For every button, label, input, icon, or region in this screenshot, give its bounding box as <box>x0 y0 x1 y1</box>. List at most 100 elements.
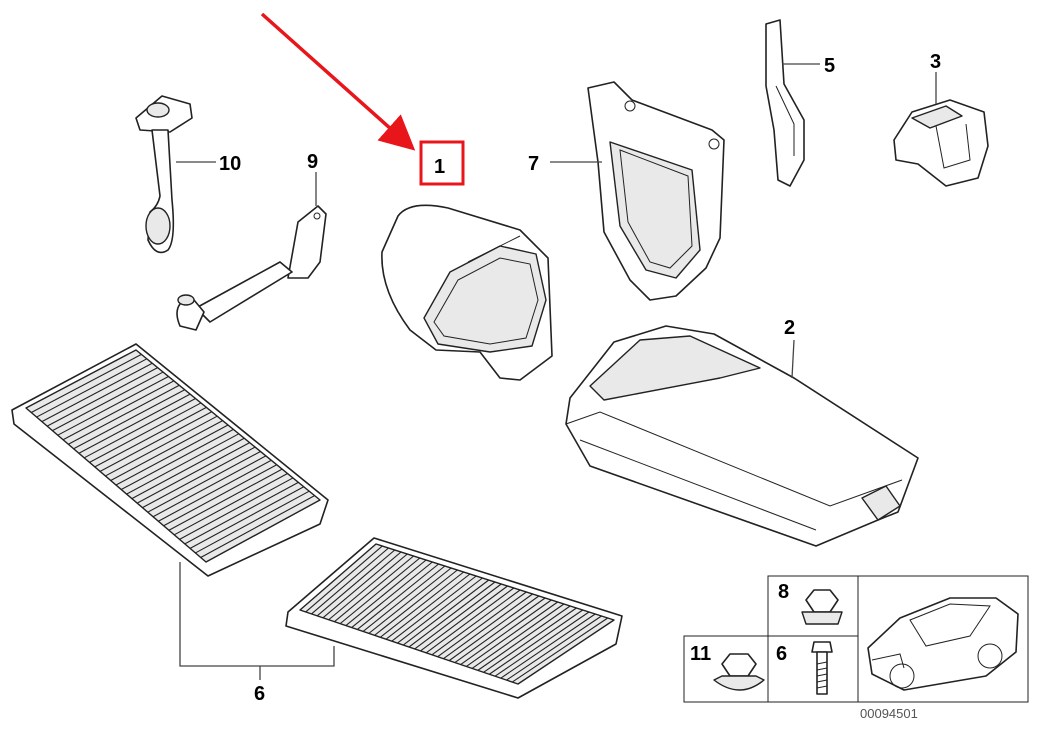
filter-pleat <box>328 553 408 621</box>
filter-pleat <box>431 589 521 656</box>
part-6-bolt[interactable] <box>811 641 833 695</box>
filter-pleat <box>152 455 267 518</box>
filter-pleat <box>397 577 483 644</box>
filter-pleat <box>379 571 465 638</box>
callout-6-filters: 6 <box>254 683 265 705</box>
filter-pleat <box>52 371 164 432</box>
filter-pleat <box>357 563 439 630</box>
filter-pleat <box>46 367 158 427</box>
filter-pleat <box>483 607 577 673</box>
filter-pleat <box>41 362 153 423</box>
filter-pleat <box>362 565 446 632</box>
callout-3: 3 <box>930 51 941 73</box>
part-2-filter-housing-cover[interactable] <box>565 325 919 547</box>
filter-ribs-left <box>31 353 315 558</box>
filter-pleat <box>195 490 310 554</box>
filter-pleat <box>99 411 213 472</box>
filter-pleat <box>454 597 546 664</box>
callout-7: 7 <box>528 153 539 175</box>
part-6-microfilter-left[interactable] <box>11 343 329 577</box>
part-9-bracket-hose[interactable] <box>176 205 327 331</box>
part-1-air-intake-funnel[interactable] <box>381 204 553 381</box>
filter-pleat <box>316 549 396 617</box>
filter-pleat <box>36 358 148 418</box>
filter-pleat <box>105 415 218 477</box>
filter-pleat <box>408 581 496 648</box>
filter-pleat <box>163 464 277 527</box>
filter-pleat <box>115 424 229 486</box>
filter-pleat <box>158 459 272 522</box>
callout-8: 8 <box>778 581 789 603</box>
callout-11: 11 <box>690 643 711 665</box>
part-7-duct-housing[interactable] <box>587 81 725 301</box>
filter-pleat <box>466 601 558 667</box>
filter-pleat <box>511 617 609 683</box>
filter-pleat <box>437 591 527 658</box>
filter-pleat <box>334 555 414 623</box>
filter-pleat <box>351 561 433 628</box>
callout-10: 10 <box>219 153 241 175</box>
filter-pleat <box>73 389 185 450</box>
filter-pleat <box>494 611 590 677</box>
filter-pleat <box>391 575 477 642</box>
filter-pleat <box>136 442 250 504</box>
filter-pleat <box>374 569 458 636</box>
filter-pleat <box>173 473 288 536</box>
filter-pleat <box>110 420 223 481</box>
filter-pleat <box>62 380 175 441</box>
filter-pleat <box>305 545 383 613</box>
part-5-clip[interactable] <box>765 19 805 187</box>
part-11-flange-nut[interactable] <box>713 653 765 691</box>
filter-pleat <box>168 468 283 531</box>
filter-pleat <box>83 398 196 459</box>
filter-pleat <box>402 579 490 646</box>
filter-pleat <box>477 605 571 671</box>
filter-pleat <box>121 428 234 491</box>
filter-pleat <box>322 551 402 619</box>
callout-9: 9 <box>307 151 318 173</box>
callout-6-bolt: 6 <box>776 643 787 665</box>
filter-pleat <box>142 446 256 509</box>
part-6-microfilter-right[interactable] <box>285 537 623 699</box>
filter-pleat <box>311 547 389 615</box>
filter-pleat <box>414 583 502 650</box>
highlight-arrow <box>260 12 416 151</box>
callout-2: 2 <box>784 317 795 339</box>
highlight-box <box>419 140 465 186</box>
filter-pleat <box>189 486 305 549</box>
leader-2 <box>791 339 795 379</box>
filter-pleat <box>131 437 245 500</box>
filter-pleat <box>200 495 315 558</box>
filter-pleat <box>460 599 552 665</box>
filter-pleat <box>443 593 533 660</box>
callout-1: 1 <box>434 156 445 178</box>
filter-pleat <box>184 481 299 545</box>
filter-pleat <box>339 557 421 625</box>
filter-pleat <box>68 384 180 445</box>
filter-pleat <box>385 573 471 640</box>
filter-ribs-right <box>305 545 609 683</box>
filter-pleat <box>500 613 596 679</box>
filter-pleat <box>126 433 240 495</box>
leader-6-bracket <box>179 562 335 667</box>
filter-pleat <box>94 406 207 468</box>
filter-pleat <box>89 402 202 463</box>
part-3-retainer[interactable] <box>893 99 989 187</box>
diagram-code: 00094501 <box>860 706 918 721</box>
filter-pleat <box>448 595 540 662</box>
part-8-nut[interactable] <box>801 589 843 625</box>
filter-pleat <box>179 477 294 540</box>
part-10-drain-hose[interactable] <box>135 95 193 254</box>
filter-pleat <box>57 375 169 436</box>
filter-pleat <box>31 353 142 414</box>
filter-pleat <box>471 603 565 669</box>
filter-pleat <box>425 587 515 654</box>
vehicle-location-icon <box>867 597 1019 691</box>
filter-pleat <box>420 585 508 652</box>
callout-5: 5 <box>824 55 835 77</box>
filter-pleat <box>78 393 191 454</box>
filter-pleat <box>506 615 602 681</box>
filter-pleat <box>489 609 583 675</box>
filter-pleat <box>345 559 427 627</box>
